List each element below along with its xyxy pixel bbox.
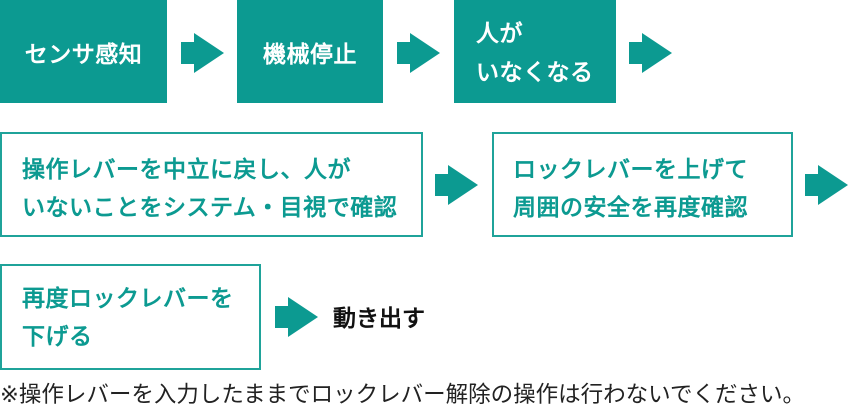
step-label: 機械停止 bbox=[263, 41, 357, 68]
arrow-right-icon bbox=[435, 165, 478, 205]
step-box-raise-lock-lever: ロックレバーを上げて 周囲の安全を再度確認 bbox=[492, 132, 793, 237]
step-box-sensor-detect: センサ感知 bbox=[0, 0, 167, 103]
step-label-line-2: いなくなる bbox=[476, 60, 594, 86]
step-label-line-2: 下げる bbox=[22, 324, 93, 350]
arrow-right-icon bbox=[397, 33, 440, 73]
step-box-person-leaves: 人が いなくなる bbox=[454, 0, 616, 103]
step-box-lower-lock-lever: 再度ロックレバーを 下げる bbox=[0, 264, 261, 370]
step-label-line-1: 再度ロックレバーを bbox=[22, 286, 234, 312]
step-label-line-1: 操作レバーを中立に戻し、人が bbox=[22, 157, 351, 183]
step-label-line-1: 人が bbox=[476, 21, 523, 47]
arrow-right-icon bbox=[629, 33, 672, 73]
arrow-right-icon bbox=[275, 297, 318, 337]
step-label-line-1: ロックレバーを上げて bbox=[513, 157, 748, 183]
result-label: 動き出す bbox=[333, 306, 425, 332]
step-label: センサ感知 bbox=[24, 41, 143, 68]
step-label-line-2: 周囲の安全を再度確認 bbox=[513, 195, 748, 221]
caution-note: ※操作レバーを入力したままでロックレバー解除の操作は行わないでください。 bbox=[0, 382, 806, 408]
step-box-neutral-lever-check: 操作レバーを中立に戻し、人が いないことをシステム・目視で確認 bbox=[0, 132, 423, 237]
arrow-right-icon bbox=[181, 33, 224, 73]
arrow-right-icon bbox=[805, 165, 848, 205]
step-label-line-2: いないことをシステム・目視で確認 bbox=[22, 195, 398, 221]
step-box-machine-stop: 機械停止 bbox=[237, 0, 383, 103]
